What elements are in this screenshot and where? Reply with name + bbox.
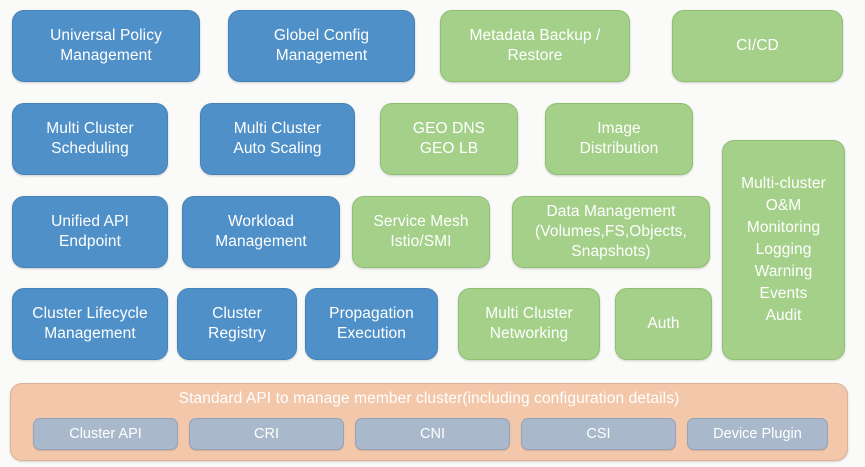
card-service-mesh-istio-smi[interactable]: Service Mesh Istio/SMI: [352, 196, 490, 268]
card-propagation-execution[interactable]: Propagation Execution: [305, 288, 438, 360]
card-metadata-backup-restore[interactable]: Metadata Backup / Restore: [440, 10, 630, 82]
chip-cni[interactable]: CNI: [355, 418, 510, 450]
card-auth[interactable]: Auth: [615, 288, 712, 360]
card-cluster-lifecycle-management[interactable]: Cluster Lifecycle Management: [12, 288, 168, 360]
standard-api-bar-title: Standard API to manage member cluster(in…: [178, 390, 680, 407]
card-cluster-registry[interactable]: Cluster Registry: [177, 288, 297, 360]
card-multi-cluster-networking[interactable]: Multi Cluster Networking: [458, 288, 600, 360]
card-image-distribution[interactable]: Image Distribution: [545, 103, 693, 175]
chip-device-plugin[interactable]: Device Plugin: [687, 418, 828, 450]
card-unified-api-endpoint[interactable]: Unified API Endpoint: [12, 196, 168, 268]
chip-cluster-api[interactable]: Cluster API: [33, 418, 178, 450]
card-universal-policy-management[interactable]: Universal Policy Management: [12, 10, 200, 82]
card-multi-cluster-auto-scaling[interactable]: Multi Cluster Auto Scaling: [200, 103, 355, 175]
standard-api-bar: Standard API to manage member cluster(in…: [10, 383, 848, 461]
chip-csi[interactable]: CSI: [521, 418, 676, 450]
card-geo-dns-geo-lb[interactable]: GEO DNS GEO LB: [380, 103, 518, 175]
card-multi-cluster-scheduling[interactable]: Multi Cluster Scheduling: [12, 103, 168, 175]
card-data-management[interactable]: Data Management (Volumes,FS,Objects, Sna…: [512, 196, 710, 268]
card-multi-cluster-oam[interactable]: Multi-cluster O&M Monitoring Logging War…: [722, 140, 845, 360]
chip-cri[interactable]: CRI: [189, 418, 344, 450]
card-ci-cd[interactable]: CI/CD: [672, 10, 843, 82]
card-globel-config-management[interactable]: Globel Config Management: [228, 10, 415, 82]
card-workload-management[interactable]: Workload Management: [182, 196, 340, 268]
